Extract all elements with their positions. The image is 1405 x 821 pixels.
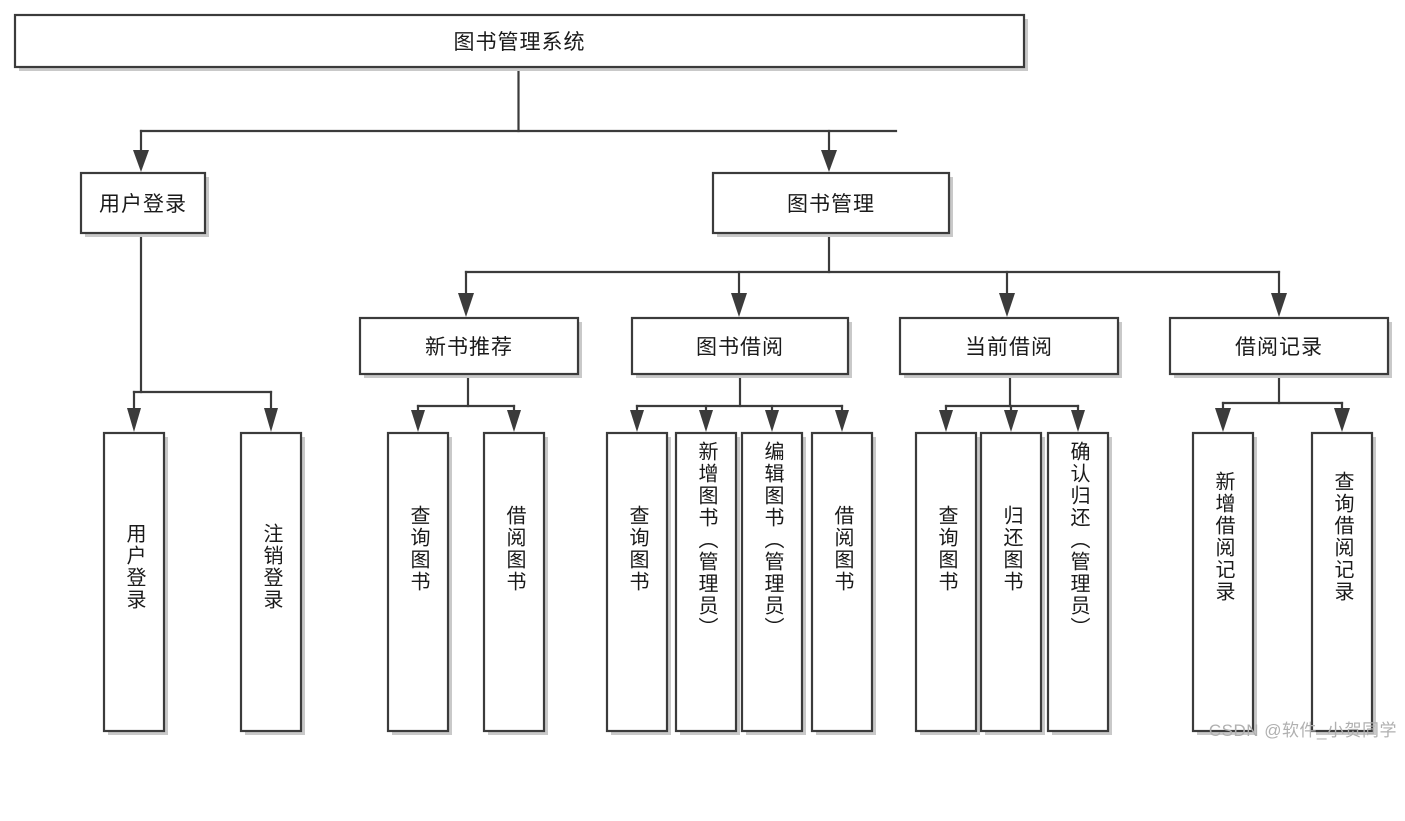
leaf-box-bookborrow-1[interactable]	[674, 431, 738, 733]
arrow-login-leaf-2	[264, 408, 278, 432]
arrow-bookborrow-2	[699, 410, 713, 432]
arrow-bookborrow-1	[630, 410, 644, 432]
level3-node-box-1[interactable]	[630, 316, 850, 376]
arrow-root-to-login	[133, 150, 149, 172]
arrow-bookmgmt-4	[1271, 293, 1287, 317]
arrow-bookmgmt-2	[731, 293, 747, 317]
leaf-box-login-1[interactable]	[239, 431, 303, 733]
arrow-bookborrow-4	[835, 410, 849, 432]
level3-node-box-2[interactable]	[898, 316, 1120, 376]
leaf-box-newbook-0[interactable]	[386, 431, 450, 733]
leaf-box-login-0[interactable]	[102, 431, 166, 733]
leaf-box-record-0[interactable]	[1191, 431, 1255, 733]
leaf-box-newbook-1[interactable]	[482, 431, 546, 733]
arrow-currborrow-3	[1071, 410, 1085, 432]
arrow-currborrow-1	[939, 410, 953, 432]
leaf-box-bookborrow-0[interactable]	[605, 431, 669, 733]
leaf-box-currborrow-1[interactable]	[979, 431, 1043, 733]
arrow-bookmgmt-1	[458, 293, 474, 317]
arrow-record-2	[1334, 408, 1350, 432]
connector-group-book-mgmt	[458, 233, 1287, 317]
level2-node-box-1[interactable]	[711, 171, 951, 235]
leaf-box-record-1[interactable]	[1310, 431, 1374, 733]
arrow-newbook-2	[507, 410, 521, 432]
arrow-newbook-1	[411, 410, 425, 432]
connector-group-new-book	[411, 374, 521, 432]
connector-group-user-login	[127, 233, 278, 432]
csdn-watermark: CSDN @软件_小贺同学	[1208, 721, 1397, 740]
root-node-box[interactable]	[13, 13, 1026, 69]
arrow-login-leaf-1	[127, 408, 141, 432]
arrow-currborrow-2	[1004, 410, 1018, 432]
connector-group-current-borrow	[939, 374, 1085, 432]
arrow-root-to-bookmgmt	[821, 150, 837, 172]
level2-node-box-0[interactable]	[79, 171, 207, 235]
arrow-bookborrow-3	[765, 410, 779, 432]
leaf-box-currborrow-0[interactable]	[914, 431, 978, 733]
diagram-canvas: 图书管理系统 用户登录 图书管理 新书推荐 图书借阅 当前借阅 借阅记录 用户登…	[13, 13, 1397, 740]
leaf-box-bookborrow-3[interactable]	[810, 431, 874, 733]
connector-group-root	[133, 66, 898, 172]
level3-node-box-0[interactable]	[358, 316, 580, 376]
leaf-box-currborrow-2[interactable]	[1046, 431, 1110, 733]
level3-node-box-3[interactable]	[1168, 316, 1390, 376]
arrow-record-1	[1215, 408, 1231, 432]
connector-group-borrow-record	[1215, 374, 1350, 432]
tree-svg	[13, 13, 1392, 735]
leaf-box-bookborrow-2[interactable]	[740, 431, 804, 733]
connector-group-book-borrow	[630, 374, 849, 432]
arrow-bookmgmt-3	[999, 293, 1015, 317]
